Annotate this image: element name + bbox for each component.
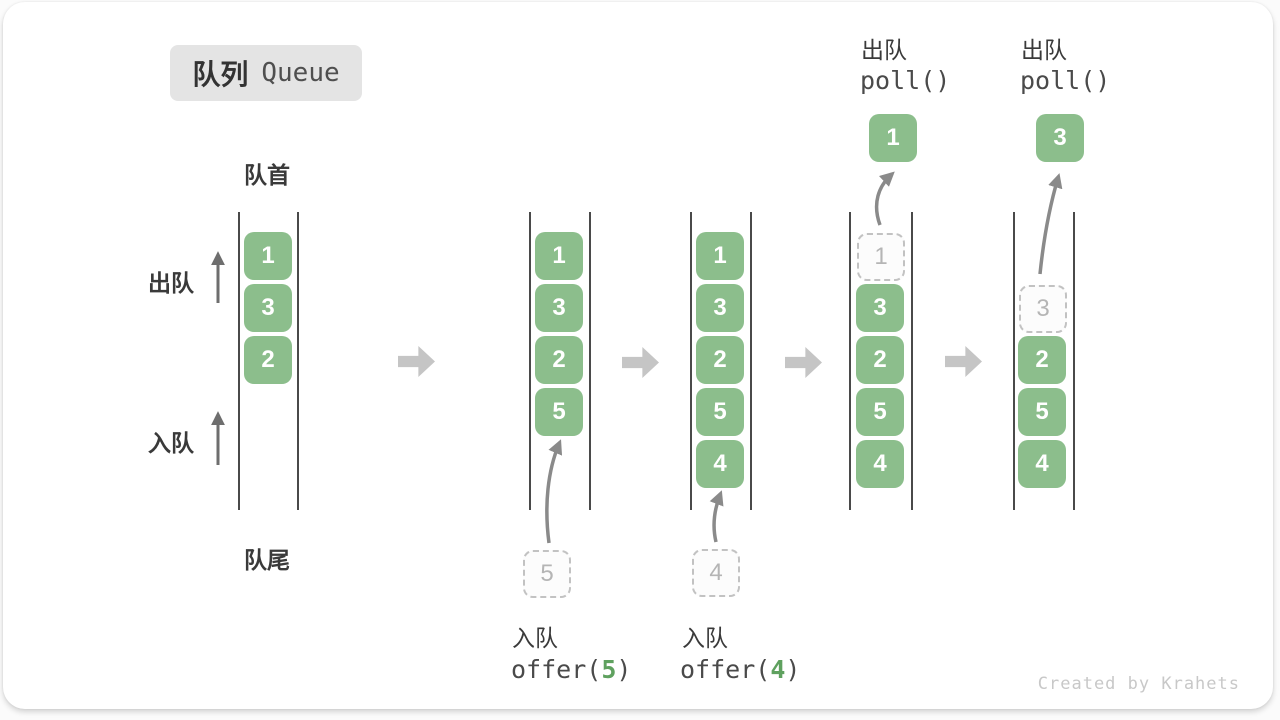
queue-item: 2 xyxy=(1018,336,1066,384)
dequeue1-code: poll() xyxy=(860,66,951,95)
queue4-left-rail xyxy=(849,212,851,510)
dequeue3-arrow xyxy=(1038,173,1063,275)
dequeued-item: 3 xyxy=(1036,114,1084,162)
transition-arrow-2 xyxy=(622,347,659,378)
title-badge: 队列 Queue xyxy=(170,45,362,101)
code-close: ) xyxy=(785,655,801,684)
watermark: Created by Krahets xyxy=(1037,674,1240,694)
queue-item: 2 xyxy=(244,336,292,384)
queue-item: 4 xyxy=(856,440,904,488)
queue-item: 5 xyxy=(1018,388,1066,436)
transition-arrow-4 xyxy=(945,346,982,377)
transition-arrow-3 xyxy=(785,347,822,378)
code-close: ) xyxy=(616,655,632,684)
enqueue4-label: 入队 xyxy=(682,625,728,651)
pending-enqueue-item: 4 xyxy=(692,549,740,597)
enqueue5-arrow xyxy=(545,439,563,544)
enqueue4-code: offer(4) xyxy=(680,655,800,684)
ghost-queue-item: 1 xyxy=(857,233,905,281)
dequeue3-label: 出队 xyxy=(1021,37,1067,63)
queue-item: 3 xyxy=(535,284,583,332)
label-dequeue-side: 出队 xyxy=(148,270,194,296)
dequeue1-arrow xyxy=(874,171,895,226)
queue-item: 4 xyxy=(1018,440,1066,488)
queue2-left-rail xyxy=(529,212,531,510)
enqueue5-label: 入队 xyxy=(512,625,558,651)
label-enqueue-side: 入队 xyxy=(148,430,194,456)
queue1-left-rail xyxy=(238,212,240,510)
queue-item: 1 xyxy=(696,232,744,280)
queue-item: 5 xyxy=(856,388,904,436)
queue4-right-rail xyxy=(911,212,913,510)
label-queue-rear: 队尾 xyxy=(244,547,290,573)
queue5-left-rail xyxy=(1013,212,1015,510)
queue3-left-rail xyxy=(690,212,692,510)
label-queue-front: 队首 xyxy=(244,162,290,188)
queue-item: 1 xyxy=(535,232,583,280)
queue-item: 5 xyxy=(535,388,583,436)
queue-item: 5 xyxy=(696,388,744,436)
queue-item: 3 xyxy=(856,284,904,332)
code-arg: 4 xyxy=(770,655,786,684)
queue5-right-rail xyxy=(1073,212,1075,510)
enqueue5-code: offer(5) xyxy=(511,655,631,684)
dequeued-item: 1 xyxy=(869,114,917,162)
queue-item: 2 xyxy=(696,336,744,384)
code-fn: offer( xyxy=(511,655,602,684)
queue3-right-rail xyxy=(750,212,752,510)
queue-item: 2 xyxy=(856,336,904,384)
ghost-queue-item: 3 xyxy=(1019,285,1067,333)
queue-item: 4 xyxy=(696,440,744,488)
transition-arrow-1 xyxy=(398,346,435,377)
title-zh: 队列 xyxy=(192,59,249,90)
pending-enqueue-item: 5 xyxy=(523,550,571,598)
dequeue1-label: 出队 xyxy=(861,37,907,63)
code-arg: 5 xyxy=(601,655,617,684)
code-fn: offer( xyxy=(680,655,771,684)
queue1-right-rail xyxy=(297,212,299,510)
queue-item: 3 xyxy=(696,284,744,332)
queue2-right-rail xyxy=(589,212,591,510)
queue-item: 2 xyxy=(535,336,583,384)
title-en: Queue xyxy=(261,58,340,88)
queue-item: 1 xyxy=(244,232,292,280)
queue-item: 3 xyxy=(244,284,292,332)
dequeue3-code: poll() xyxy=(1020,66,1111,95)
enqueue4-arrow xyxy=(709,490,724,543)
